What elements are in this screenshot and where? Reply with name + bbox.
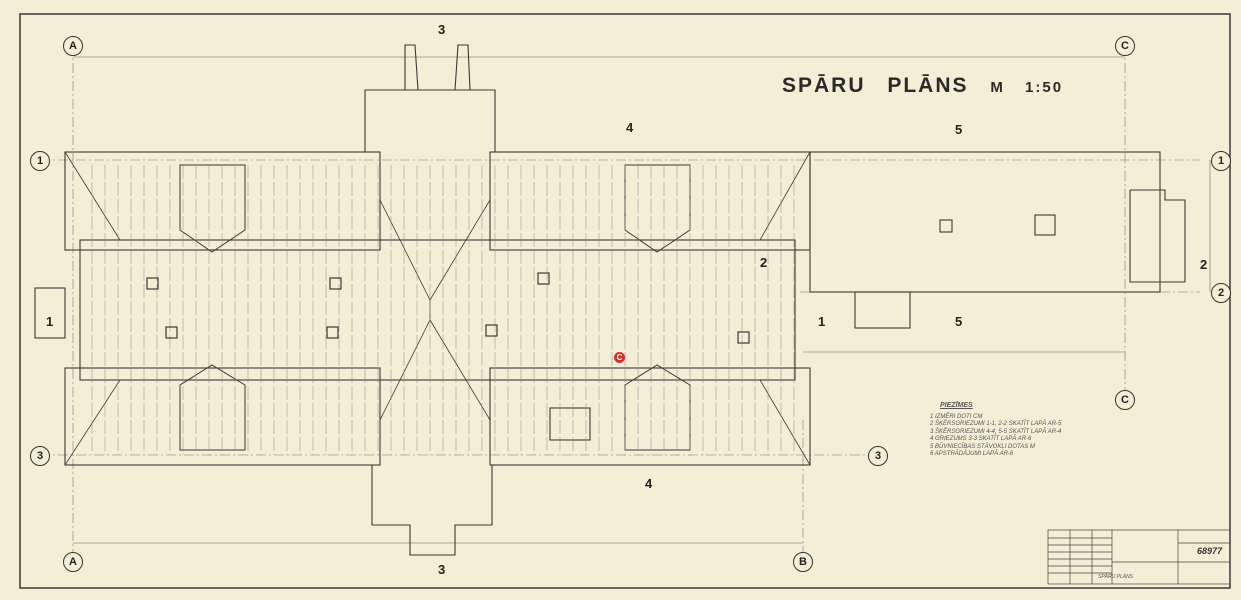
note-item: 4 GRIEZUMS 3-3 SKATĪT LAPĀ AR-6 — [930, 436, 1032, 442]
chimneys — [146, 272, 750, 344]
grid-axis-b: B — [793, 552, 813, 572]
note-item: 5 BŪVNIECĪBAS STĀVOKĻI DOTAS M — [930, 443, 1035, 450]
title-text: SPĀRU PLĀNS — [782, 74, 969, 97]
red-marker: C — [614, 352, 625, 363]
section-mark-3: 3 — [438, 562, 446, 577]
notes-block: PIEZĪMES 1 IZMĒRI DOTI CM 2 ŠĶĒRSGRIEZUM… — [930, 402, 1061, 459]
grid-axis-1: 1 — [30, 151, 50, 171]
grid-axis-3: 3 — [868, 446, 888, 466]
building-outline — [34, 44, 1186, 556]
section-mark-5: 5 — [955, 122, 963, 137]
sheet-name: SPĀRU PLĀNS — [1098, 574, 1134, 580]
section-mark-4: 4 — [626, 120, 634, 135]
section-mark-3: 3 — [438, 22, 446, 37]
section-mark-5: 5 — [955, 314, 963, 329]
scale-text: M 1:50 — [990, 79, 1064, 96]
grid-axis-c: C — [1115, 36, 1135, 56]
sheet-border — [19, 13, 1231, 589]
grid-axis-a: A — [63, 36, 83, 56]
section-mark-1: 1 — [818, 314, 826, 329]
note-item: 6 APSTRĀDĀJUMI LAPĀ AR-6 — [930, 451, 1014, 457]
section-mark-4: 4 — [645, 476, 653, 491]
section-mark-1: 1 — [46, 314, 54, 329]
grid-axis-3: 3 — [30, 446, 50, 466]
hip-lines — [64, 151, 811, 466]
note-item: 2 ŠĶĒRSGRIEZUMI 1-1, 2-2 SKATĪT LAPĀ AR-… — [930, 421, 1062, 427]
grid-axis-1: 1 — [1211, 151, 1231, 171]
drawing-title: SPĀRU PLĀNS M 1:50 — [782, 74, 1063, 98]
section-mark-2: 2 — [760, 255, 768, 270]
grid-axis-2: 2 — [1211, 283, 1231, 303]
grid-axis-a: A — [63, 552, 83, 572]
section-mark-2: 2 — [1200, 257, 1208, 272]
notes-heading: PIEZĪMES — [940, 402, 973, 409]
grid-axis-c: C — [1115, 390, 1135, 410]
drawing-number: 68977 — [1197, 546, 1223, 556]
rafters — [91, 165, 795, 455]
dimension-lines — [73, 56, 1211, 544]
note-item: 3 ŠĶĒRSGRIEZUMI 4-4, 5-5 SKATĪT LAPĀ AR-… — [930, 428, 1062, 435]
note-item: 1 IZMĒRI DOTI CM — [930, 413, 983, 420]
